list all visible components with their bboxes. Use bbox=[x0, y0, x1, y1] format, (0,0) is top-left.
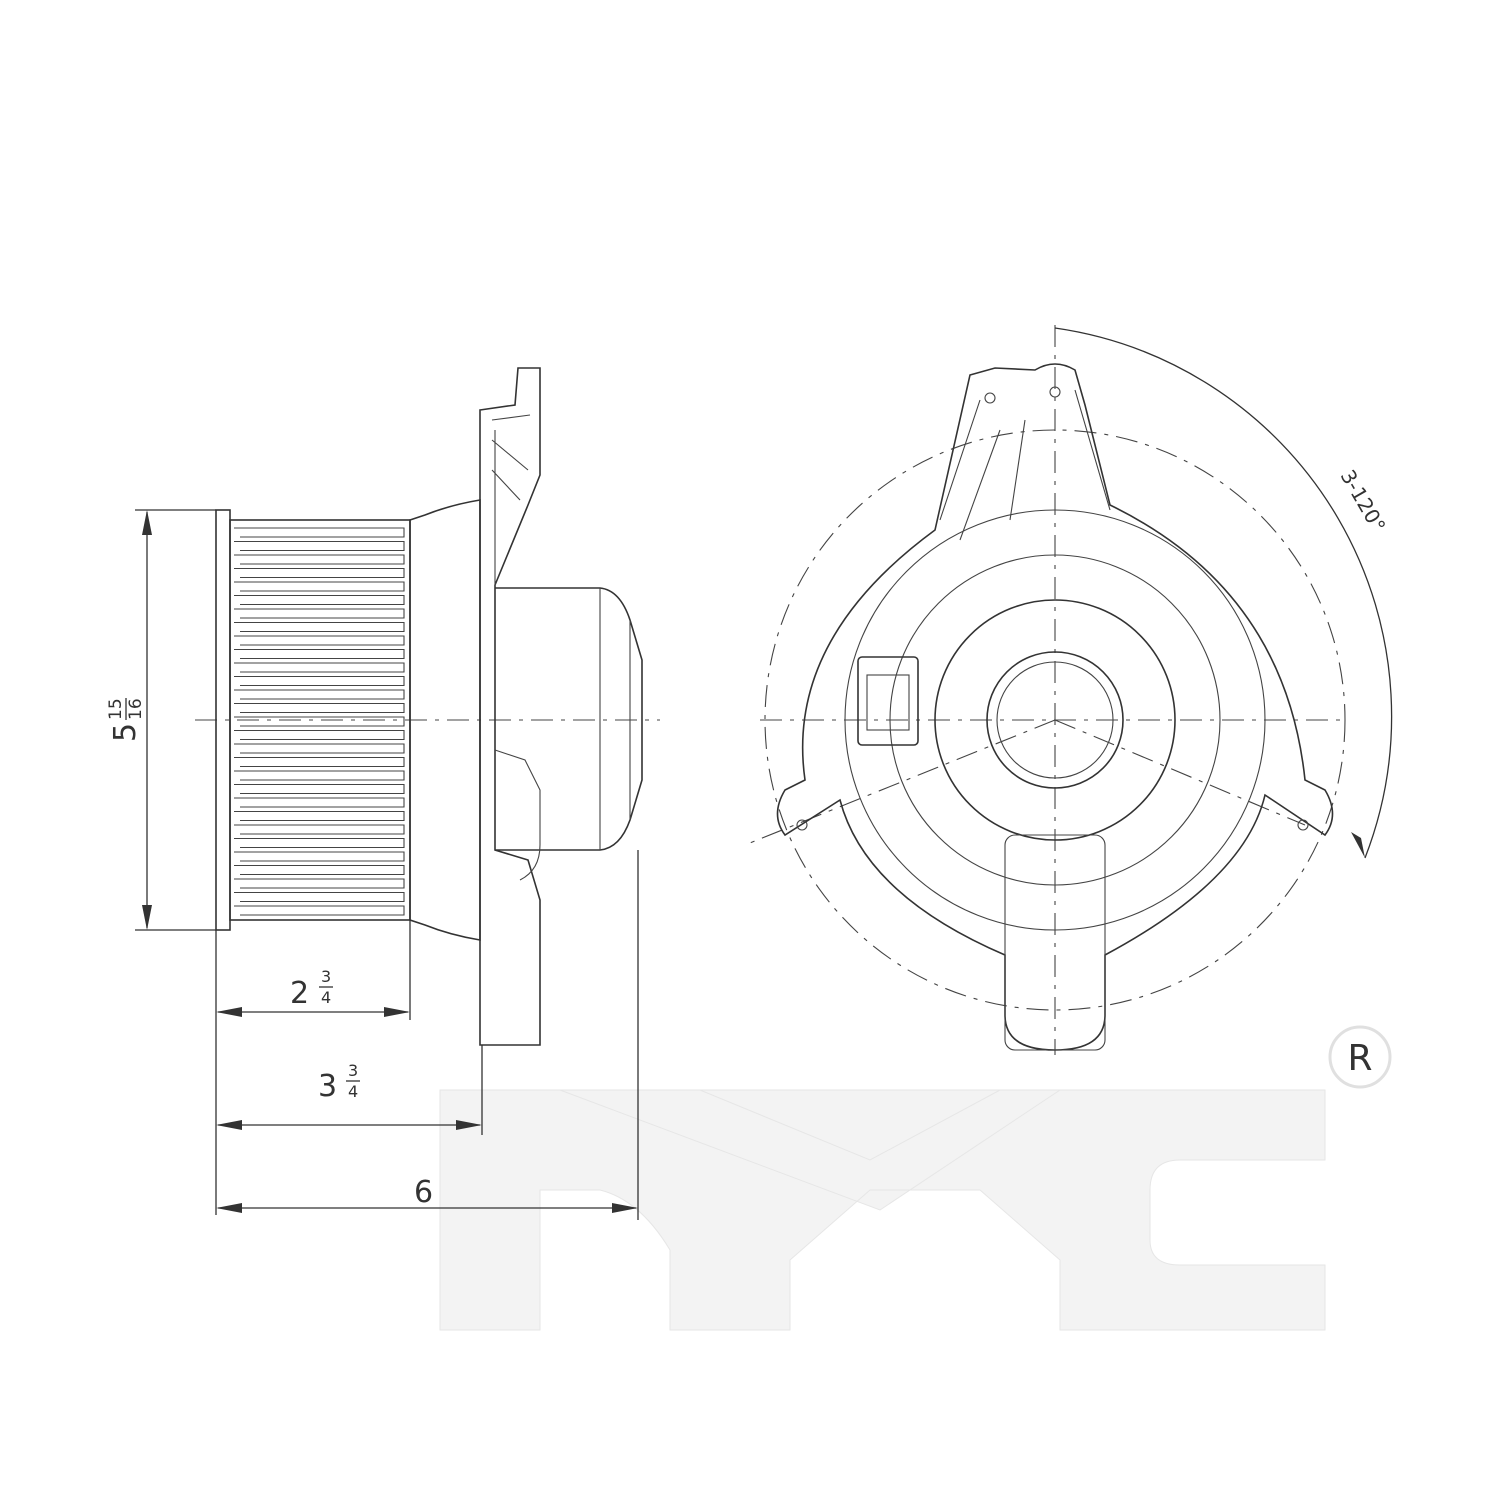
fan-depth-whole: 2 bbox=[290, 976, 309, 1011]
scroll-ring bbox=[889, 554, 1221, 886]
housing-outline bbox=[776, 363, 1334, 1051]
mounting-hole bbox=[984, 392, 996, 404]
dimension-overall-depth: 6 bbox=[216, 1175, 638, 1213]
side-view: 5 15 16 2 3 4 3 3 4 bbox=[106, 367, 660, 1220]
fan-depth-denominator: 4 bbox=[321, 988, 331, 1007]
fan-blade bbox=[234, 635, 405, 646]
fan-blade bbox=[234, 891, 405, 903]
fan-blade bbox=[234, 770, 405, 781]
flange-depth-numerator: 3 bbox=[348, 1061, 358, 1080]
fan-blade bbox=[234, 554, 405, 565]
fan-blade bbox=[234, 824, 405, 835]
fan-blade bbox=[234, 608, 405, 619]
height-denominator: 16 bbox=[126, 698, 146, 720]
fan-blade bbox=[234, 810, 405, 822]
motor-shaft-boss bbox=[996, 661, 1114, 779]
fan-blade bbox=[234, 756, 405, 768]
fan-depth-numerator: 3 bbox=[321, 967, 331, 986]
fan-blade bbox=[234, 648, 405, 660]
electrical-connector bbox=[857, 656, 919, 746]
fan-blade bbox=[234, 662, 405, 673]
registered-mark: R bbox=[1347, 1038, 1372, 1079]
fan-blades bbox=[234, 527, 405, 916]
fan-blade bbox=[234, 527, 405, 538]
housing-ring bbox=[844, 509, 1266, 931]
fan-blade bbox=[234, 878, 405, 889]
fan-blade bbox=[234, 689, 405, 700]
height-whole: 5 bbox=[108, 723, 143, 742]
fan-blade bbox=[234, 716, 405, 727]
fan-blade bbox=[234, 783, 405, 795]
motor-body bbox=[495, 587, 643, 851]
flange-depth-whole: 3 bbox=[318, 1069, 337, 1104]
fan-blade bbox=[234, 864, 405, 876]
motor-ring bbox=[934, 599, 1176, 841]
dimension-fan-depth: 2 3 4 bbox=[216, 967, 410, 1017]
fan-blade bbox=[234, 743, 405, 754]
fan-blade bbox=[234, 851, 405, 862]
fan-blade bbox=[234, 594, 405, 606]
fan-blade bbox=[234, 675, 405, 687]
tyc-logo-watermark: R bbox=[439, 1025, 1392, 1331]
mounting-hole bbox=[796, 819, 808, 831]
fan-blade bbox=[234, 567, 405, 579]
fan-blade bbox=[234, 540, 405, 552]
overall-depth-value: 6 bbox=[414, 1175, 433, 1210]
fan-blade bbox=[234, 581, 405, 592]
dimension-flange-depth: 3 3 4 bbox=[216, 1061, 482, 1130]
front-view: 3-120° bbox=[744, 325, 1393, 1055]
height-numerator: 15 bbox=[106, 698, 126, 720]
angle-label: 3-120° bbox=[1336, 466, 1391, 537]
bolt-circle bbox=[764, 429, 1346, 1011]
fan-blade bbox=[234, 837, 405, 849]
mounting-hole bbox=[1049, 386, 1061, 398]
fan-blade bbox=[234, 702, 405, 714]
fan-blade bbox=[234, 729, 405, 741]
fan-blade bbox=[234, 621, 405, 633]
dimension-height: 5 15 16 bbox=[106, 509, 216, 931]
fan-blade bbox=[234, 797, 405, 808]
angle-arc bbox=[1054, 327, 1393, 859]
mounting-hole bbox=[1297, 819, 1309, 831]
fan-blade bbox=[234, 905, 405, 916]
connector-terminals bbox=[866, 674, 910, 731]
flange-depth-denominator: 4 bbox=[348, 1082, 358, 1101]
mounting-plate bbox=[479, 367, 541, 1046]
motor-hub bbox=[986, 651, 1124, 789]
